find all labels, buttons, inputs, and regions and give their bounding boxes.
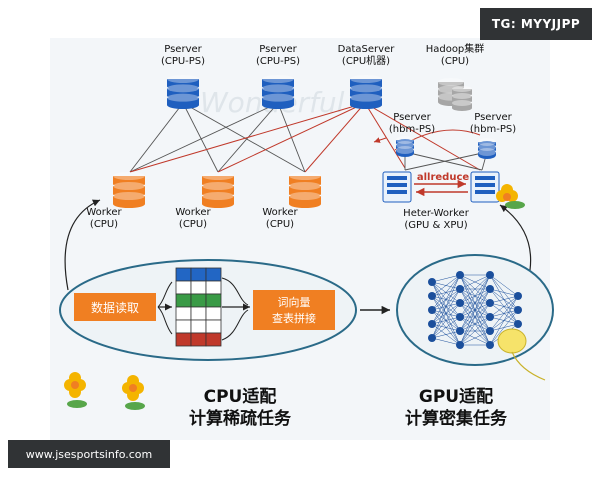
cpu-caption-line1: CPU适配 xyxy=(204,387,277,407)
hadoop-sublabel: (CPU) xyxy=(441,56,469,67)
heter-worker-label: Heter-Worker xyxy=(403,208,470,219)
dataserver-sublabel: (CPU机器) xyxy=(342,54,390,67)
lookup-line2: 查表拼接 xyxy=(272,311,316,325)
pserver-1-sublabel: (CPU-PS) xyxy=(161,56,205,67)
table-out-curve-bottom xyxy=(221,309,249,341)
hbm-pserver-1-sublabel: (hbm-PS) xyxy=(389,124,435,135)
gpu-caption-line2: 计算密集任务 xyxy=(405,408,508,429)
pserver-2-label: Pserver xyxy=(259,44,297,55)
worker-1-sublabel: (CPU) xyxy=(90,219,118,230)
heter-worker-sublabel: (GPU & XPU) xyxy=(404,220,467,231)
neural-network-icon xyxy=(428,271,522,349)
pserver-hbm-1-icon xyxy=(396,136,414,157)
dataserver-icon xyxy=(350,75,382,109)
worker-3-label: Worker xyxy=(262,207,298,218)
worker-cpu-1-icon xyxy=(113,172,145,208)
worker-cpu-2-icon xyxy=(202,172,234,208)
data-read-box xyxy=(74,293,156,321)
worker-3-sublabel: (CPU) xyxy=(266,219,294,230)
hbm-pserver-1-label: Pserver xyxy=(393,112,431,123)
read-to-table-curve-bottom xyxy=(157,306,173,335)
embedding-table xyxy=(175,267,222,347)
worker-1-label: Worker xyxy=(86,207,122,218)
heter-worker-gpu-2-icon xyxy=(470,171,500,203)
allreduce-label: allreduce xyxy=(417,172,470,183)
heter-worker-gpu-1-icon xyxy=(382,171,412,203)
watermark-bottom: www.jsesportsinfo.com xyxy=(8,440,170,468)
worker-cpu-3-icon xyxy=(289,172,321,208)
dataserver-links xyxy=(129,102,481,173)
hbm-pserver-2-sublabel: (hbm-PS) xyxy=(470,124,516,135)
hbm-pserver-2-label: Pserver xyxy=(474,112,512,123)
gpu-to-heter-arrow xyxy=(499,204,532,271)
pserver-cpu-1-icon xyxy=(167,75,199,109)
dataserver-label: DataServer xyxy=(338,44,396,55)
gpu-caption-line1: GPU适配 xyxy=(419,387,493,407)
pserver-hbm-2-icon xyxy=(478,138,496,159)
watermark-top: TG: MYYJJPP xyxy=(480,8,592,40)
data-read-label: 数据读取 xyxy=(91,300,139,315)
cpu-caption-line2: 计算稀疏任务 xyxy=(189,408,292,429)
cpu-to-worker-arrow xyxy=(64,199,101,291)
hadoop-label: Hadoop集群 xyxy=(426,42,485,55)
allreduce-arrows xyxy=(414,179,468,197)
table-out-curve-top xyxy=(221,277,249,306)
worker-2-sublabel: (CPU) xyxy=(179,219,207,230)
pserver-1-label: Pserver xyxy=(164,44,202,55)
read-to-table-curve-top xyxy=(157,281,173,308)
flower-decoration-left xyxy=(64,372,145,410)
pserver-2-sublabel: (CPU-PS) xyxy=(256,56,300,67)
hadoop-cluster-icon xyxy=(438,78,472,111)
pserver-cpu-2-icon xyxy=(262,75,294,109)
lookup-line1: 词向量 xyxy=(278,295,311,309)
ps-worker-links xyxy=(129,102,306,173)
worker-2-label: Worker xyxy=(175,207,211,218)
flower-decoration-right xyxy=(496,184,546,381)
lookup-concat-box xyxy=(253,290,335,330)
